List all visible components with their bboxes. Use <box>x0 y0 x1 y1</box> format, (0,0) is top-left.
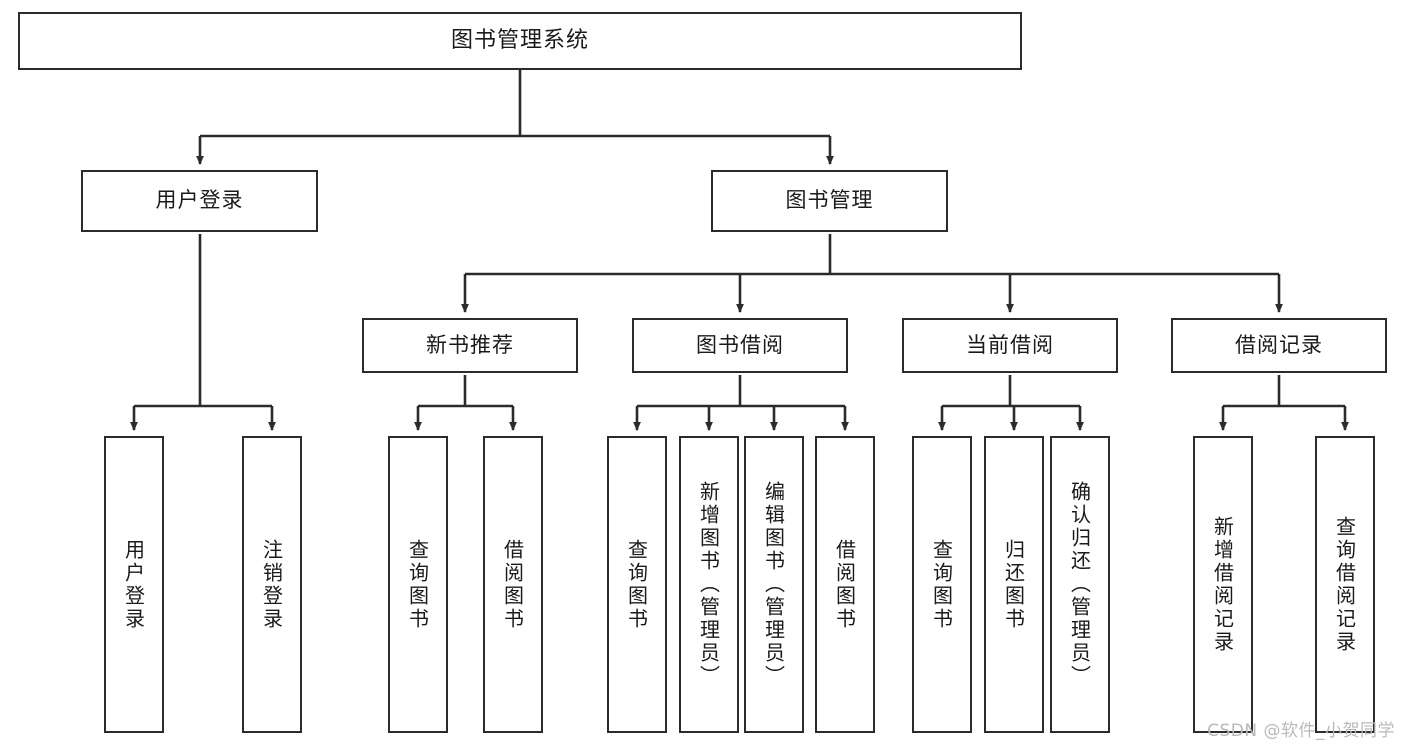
node-root-book-management-system[interactable]: 图书管理系统 <box>18 12 1022 70</box>
leaf-book-borrow-edit-book-admin[interactable]: 编辑图书（管理员） <box>744 436 804 733</box>
leaf-book-borrow-add-book-admin[interactable]: 新增图书（管理员） <box>679 436 739 733</box>
node-label: 查询图书 <box>929 538 954 631</box>
node-label: 确认归还（管理员） <box>1067 481 1092 688</box>
node-label: 图书管理系统 <box>450 27 589 53</box>
node-label: 借阅图书 <box>500 538 525 631</box>
node-current-borrow[interactable]: 当前借阅 <box>902 318 1118 373</box>
leaf-current-borrow-query-book[interactable]: 查询图书 <box>912 436 972 733</box>
leaf-current-borrow-return-book[interactable]: 归还图书 <box>984 436 1044 733</box>
leaf-book-borrow-query-book[interactable]: 查询图书 <box>607 436 667 733</box>
node-label: 图书管理 <box>785 188 874 213</box>
watermark-text: CSDN @软件_小贺同学 <box>1207 721 1395 741</box>
node-label: 当前借阅 <box>966 332 1054 357</box>
node-book-borrow[interactable]: 图书借阅 <box>632 318 848 373</box>
node-label: 图书借阅 <box>696 332 784 357</box>
node-label: 新增图书（管理员） <box>696 481 721 688</box>
leaf-book-borrow-borrow-book[interactable]: 借阅图书 <box>815 436 875 733</box>
node-label: 编辑图书（管理员） <box>761 481 786 688</box>
leaf-new-book-borrow-book[interactable]: 借阅图书 <box>483 436 543 733</box>
node-label: 新书推荐 <box>426 332 514 357</box>
leaf-current-borrow-confirm-return-admin[interactable]: 确认归还（管理员） <box>1050 436 1110 733</box>
node-label: 用户登录 <box>155 188 244 213</box>
leaf-new-book-query-book[interactable]: 查询图书 <box>388 436 448 733</box>
node-user-login[interactable]: 用户登录 <box>81 170 318 232</box>
node-new-book-recommend[interactable]: 新书推荐 <box>362 318 578 373</box>
node-label: 借阅图书 <box>832 538 857 631</box>
node-book-management[interactable]: 图书管理 <box>711 170 948 232</box>
node-borrow-record[interactable]: 借阅记录 <box>1171 318 1387 373</box>
node-label: 借阅记录 <box>1235 332 1323 357</box>
node-label: 用户登录 <box>121 538 146 631</box>
leaf-user-login-login[interactable]: 用户登录 <box>104 436 164 733</box>
leaf-borrow-record-query-record[interactable]: 查询借阅记录 <box>1315 436 1375 733</box>
node-label: 新增借阅记录 <box>1210 515 1235 654</box>
node-label: 查询图书 <box>624 538 649 631</box>
node-label: 归还图书 <box>1001 538 1026 631</box>
node-label: 查询图书 <box>405 538 430 631</box>
node-label: 注销登录 <box>259 538 284 631</box>
leaf-user-login-logout[interactable]: 注销登录 <box>242 436 302 733</box>
node-label: 查询借阅记录 <box>1332 515 1357 654</box>
leaf-borrow-record-add-record[interactable]: 新增借阅记录 <box>1193 436 1253 733</box>
